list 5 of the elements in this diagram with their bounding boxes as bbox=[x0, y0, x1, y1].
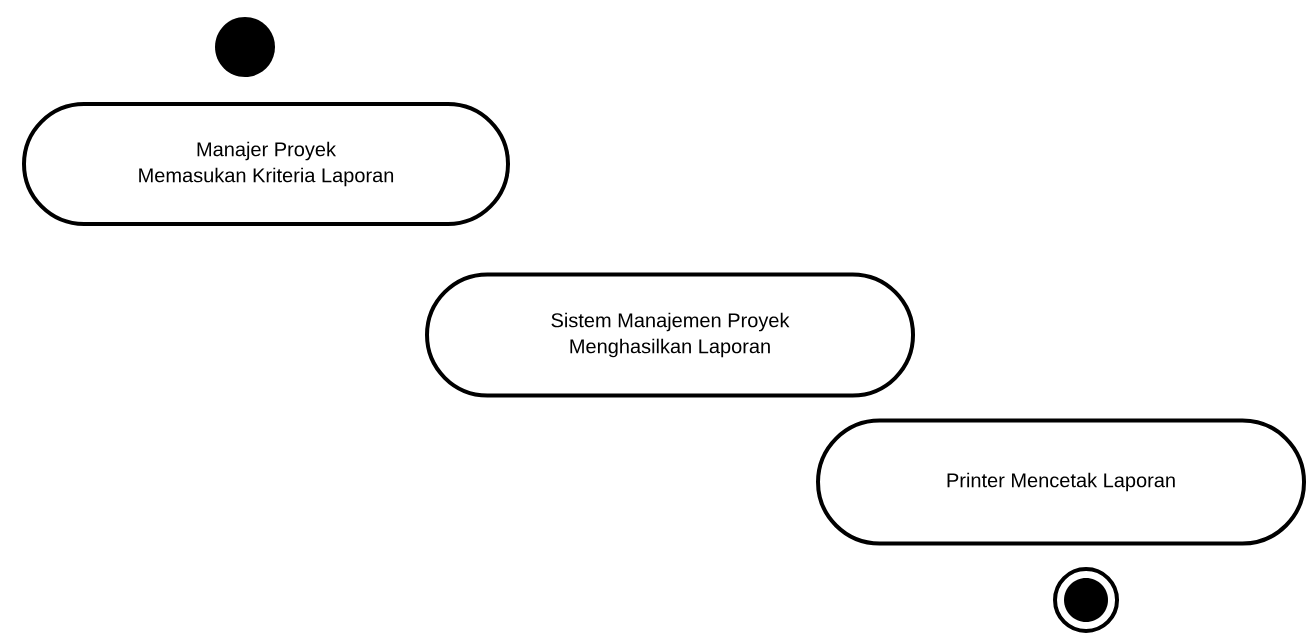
activity-box: Sistem Manajemen Proyek Menghasilkan Laporan bbox=[425, 272, 915, 398]
activity-box: Manajer Proyek Memasukan Kriteria Laporan bbox=[22, 102, 510, 226]
end-node bbox=[1053, 567, 1119, 633]
activity-box: Printer Mencetak Laporan bbox=[816, 418, 1307, 546]
start-node bbox=[215, 17, 275, 77]
